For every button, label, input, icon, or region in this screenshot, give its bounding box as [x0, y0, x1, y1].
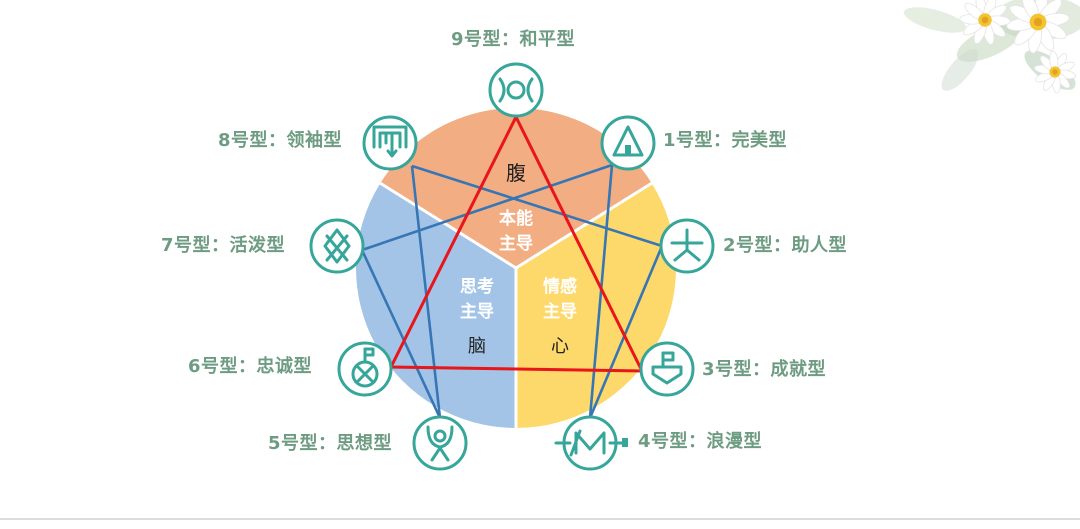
diamond-x-icon: [309, 218, 365, 274]
gate-arrow-icon: [362, 115, 418, 171]
type-4-label: 4号型：浪漫型: [638, 431, 763, 452]
heartbeat-m-icon: [554, 415, 628, 471]
gut-center-sector: [380, 108, 652, 269]
heart-center-title: 心: [551, 336, 569, 357]
gut-center-label-line2: 主导: [499, 233, 533, 254]
person-cross-icon: [659, 218, 715, 274]
hexad-line-5-7: [360, 249, 442, 419]
inner-triangle: [388, 113, 645, 373]
hexad-line-4-2: [588, 245, 664, 419]
hexad-line-7-1: [361, 163, 613, 252]
heart-center-label-line2: 主导: [543, 301, 577, 322]
hexad-lines: [360, 163, 664, 419]
flower-bouquet-decoration: [903, 0, 1080, 94]
bottom-divider: [0, 518, 1080, 520]
flag-shield-icon: [337, 341, 393, 397]
sector-divider: [515, 181, 653, 270]
type-6-label: 6号型：忠诚型: [188, 356, 313, 377]
head-center-label-line2: 主导: [460, 301, 494, 322]
head-center-label-line1: 思考: [460, 276, 494, 297]
triangle-tent-icon: [600, 115, 656, 171]
sector-divider: [379, 181, 517, 270]
type-8-label: 8号型：领袖型: [218, 130, 343, 151]
type-7-label: 7号型：活泼型: [161, 235, 286, 256]
heart-center-label-line1: 情感: [543, 276, 577, 297]
type-2-label: 2号型：助人型: [723, 235, 848, 256]
hexad-line-8-5: [410, 165, 442, 419]
gut-center-label-line1: 本能: [499, 208, 533, 229]
type-1-label: 1号型：完美型: [663, 130, 788, 151]
head-center-title: 脑: [468, 336, 486, 357]
gut-center-title: 腹: [506, 161, 526, 185]
type-icons: [309, 62, 715, 471]
type-5-label: 5号型：思想型: [268, 433, 393, 454]
sector-dividers: [379, 181, 653, 428]
flag-trophy-icon: [639, 341, 695, 397]
eye-circle-icon: [488, 62, 544, 118]
thinker-figure-icon: [412, 415, 468, 471]
type-3-label: 3号型：成就型: [702, 359, 827, 380]
hexad-line-2-8: [411, 164, 663, 248]
type-9-label: 9号型：和平型: [451, 29, 576, 50]
